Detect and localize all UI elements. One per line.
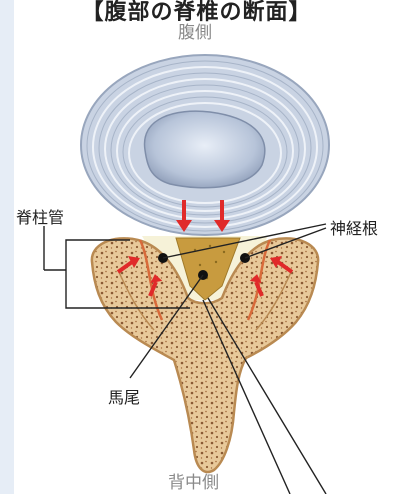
intervertebral-disc — [81, 55, 329, 235]
disc-nucleus — [145, 111, 265, 188]
